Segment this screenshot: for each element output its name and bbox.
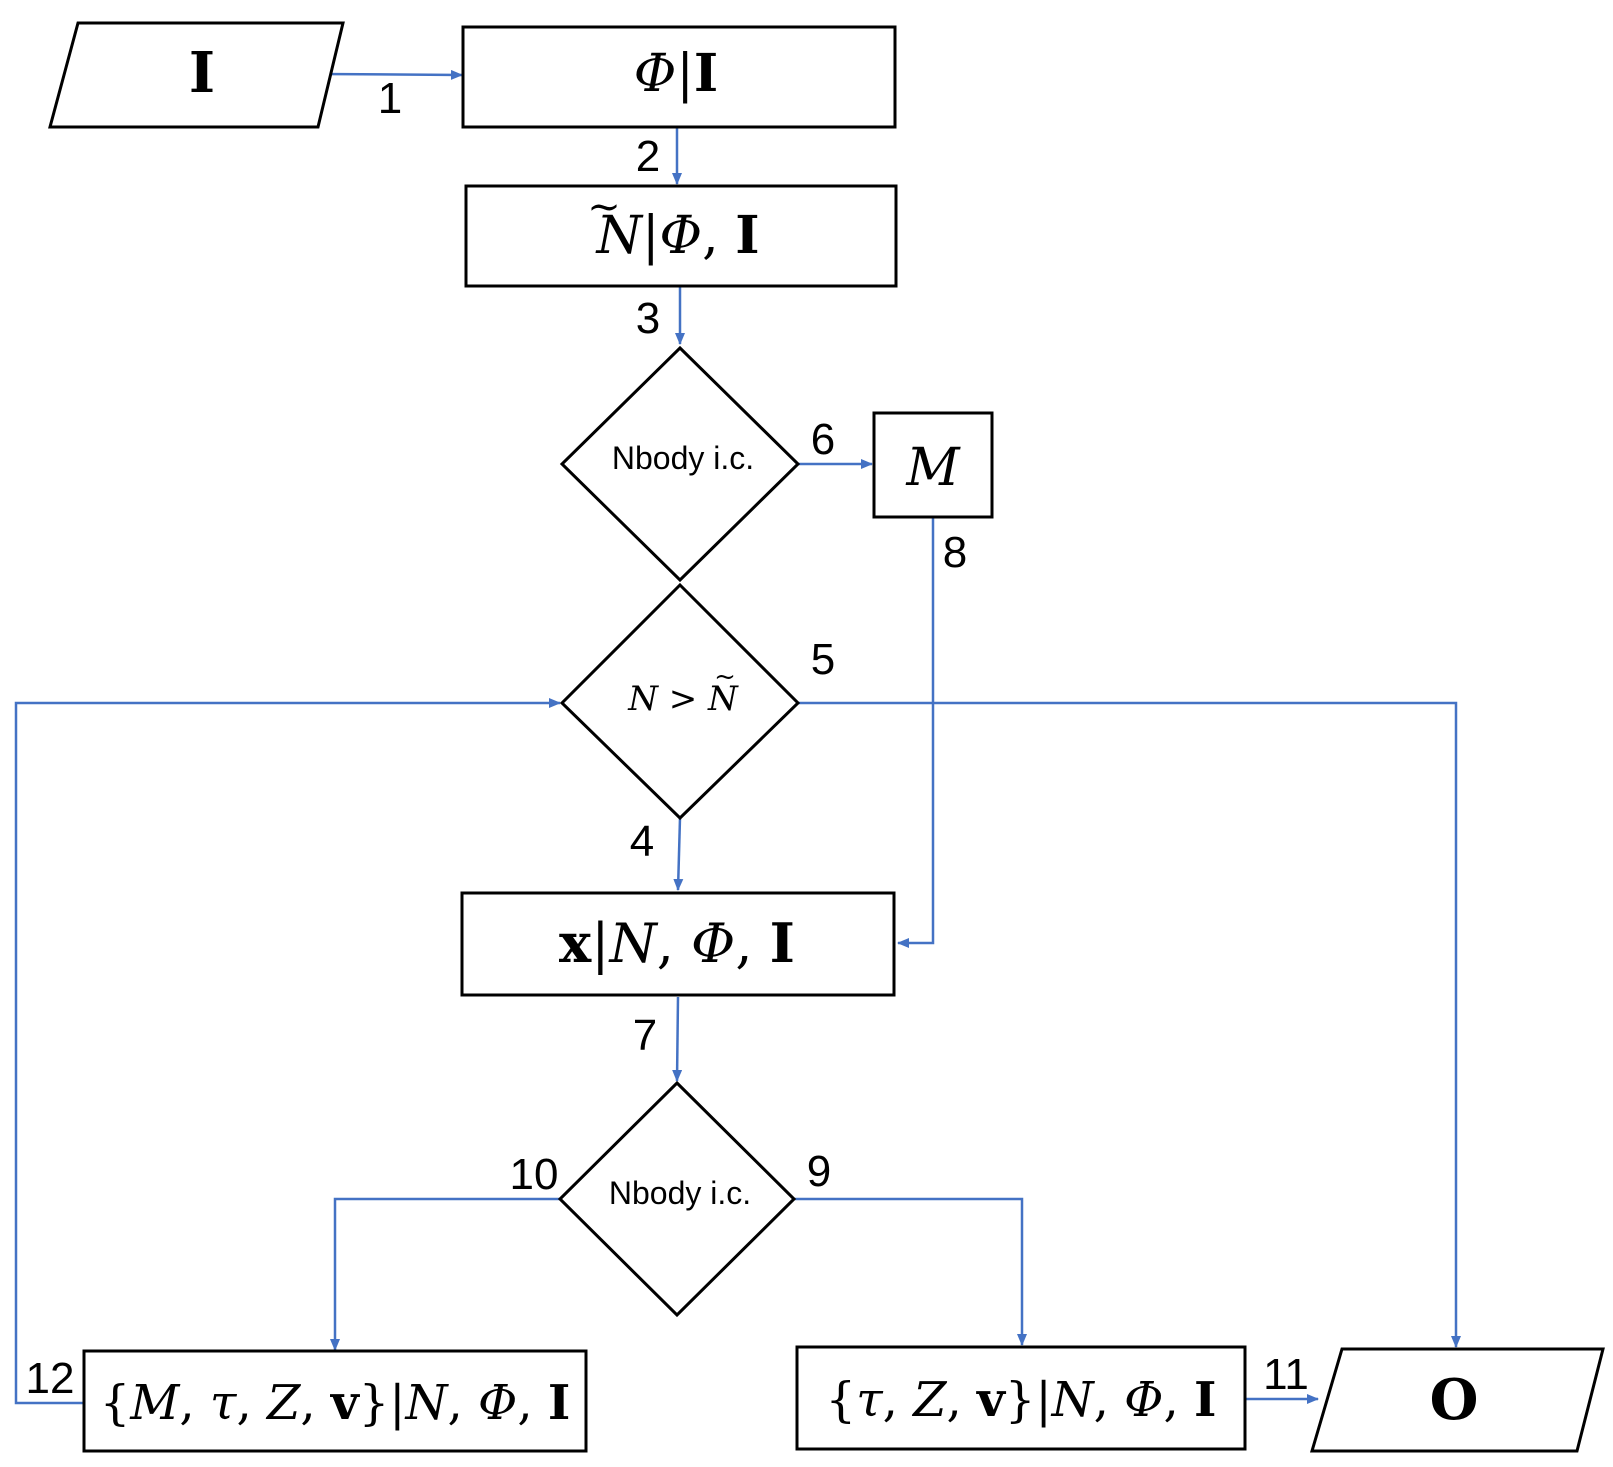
edge-10: [330, 1197, 560, 1351]
edge-labels: 1 2 3 4 5 6 7 8 9 10 11 12: [26, 74, 1309, 1403]
decision-bottom-label: Nbody i.c.: [609, 1175, 751, 1211]
output-node: O: [1309, 1347, 1605, 1453]
output-label: O: [1430, 1367, 1479, 1433]
x-given-label: x|N, Φ, I: [559, 911, 795, 975]
right-output-node: {τ, Z, v}|N, Φ, I: [795, 1345, 1247, 1451]
decision-n-tilde: ~: [714, 662, 736, 692]
decision-n-node: N > N ~: [559, 582, 801, 821]
ntilde-given-node: N|Φ, I ~: [464, 184, 898, 288]
edge-label-8: 8: [943, 528, 967, 577]
ntilde-tilde: ~: [587, 184, 621, 230]
ntilde-given-label: N|Φ, I: [594, 205, 759, 266]
edge-label-6: 6: [811, 415, 835, 464]
edge-label-7: 7: [633, 1011, 657, 1060]
edge-7: [672, 996, 683, 1082]
edge-5: [798, 701, 1461, 1348]
edge-8: [897, 517, 935, 948]
connectors: [14, 69, 1461, 1405]
edge-label-4: 4: [630, 817, 654, 866]
edge-label-5: 5: [811, 635, 835, 684]
phi-given-i-node: Φ|I: [461, 25, 897, 129]
decision-n-label: N > N: [627, 679, 739, 719]
decision-top-label: Nbody i.c.: [612, 440, 754, 476]
decision-bottom-node: Nbody i.c.: [557, 1080, 797, 1318]
edge-9: [794, 1197, 1027, 1346]
m-node: M: [872, 411, 994, 519]
edge-label-9: 9: [807, 1147, 831, 1196]
decision-top-node: Nbody i.c.: [559, 345, 801, 583]
input-node: I: [48, 21, 345, 129]
input-label: I: [189, 40, 215, 106]
left-output-label: {M, τ, Z, v}|N, Φ, I: [100, 1375, 571, 1431]
right-output-label: {τ, Z, v}|N, Φ, I: [826, 1372, 1217, 1428]
edge-label-3: 3: [636, 294, 660, 343]
left-output-node: {M, τ, Z, v}|N, Φ, I: [82, 1349, 588, 1453]
edge-label-2: 2: [636, 132, 660, 181]
edge-label-11: 11: [1263, 1350, 1309, 1399]
edge-12: [14, 698, 561, 1405]
m-node-label: M: [905, 438, 961, 498]
x-given-node: x|N, Φ, I: [460, 891, 896, 997]
phi-given-i-label: Φ|I: [634, 43, 719, 104]
edge-4: [673, 817, 684, 891]
edge-label-10: 10: [510, 1150, 559, 1199]
edge-1: [319, 69, 463, 80]
edge-label-12: 12: [26, 1354, 75, 1403]
edge-label-1: 1: [378, 74, 402, 123]
